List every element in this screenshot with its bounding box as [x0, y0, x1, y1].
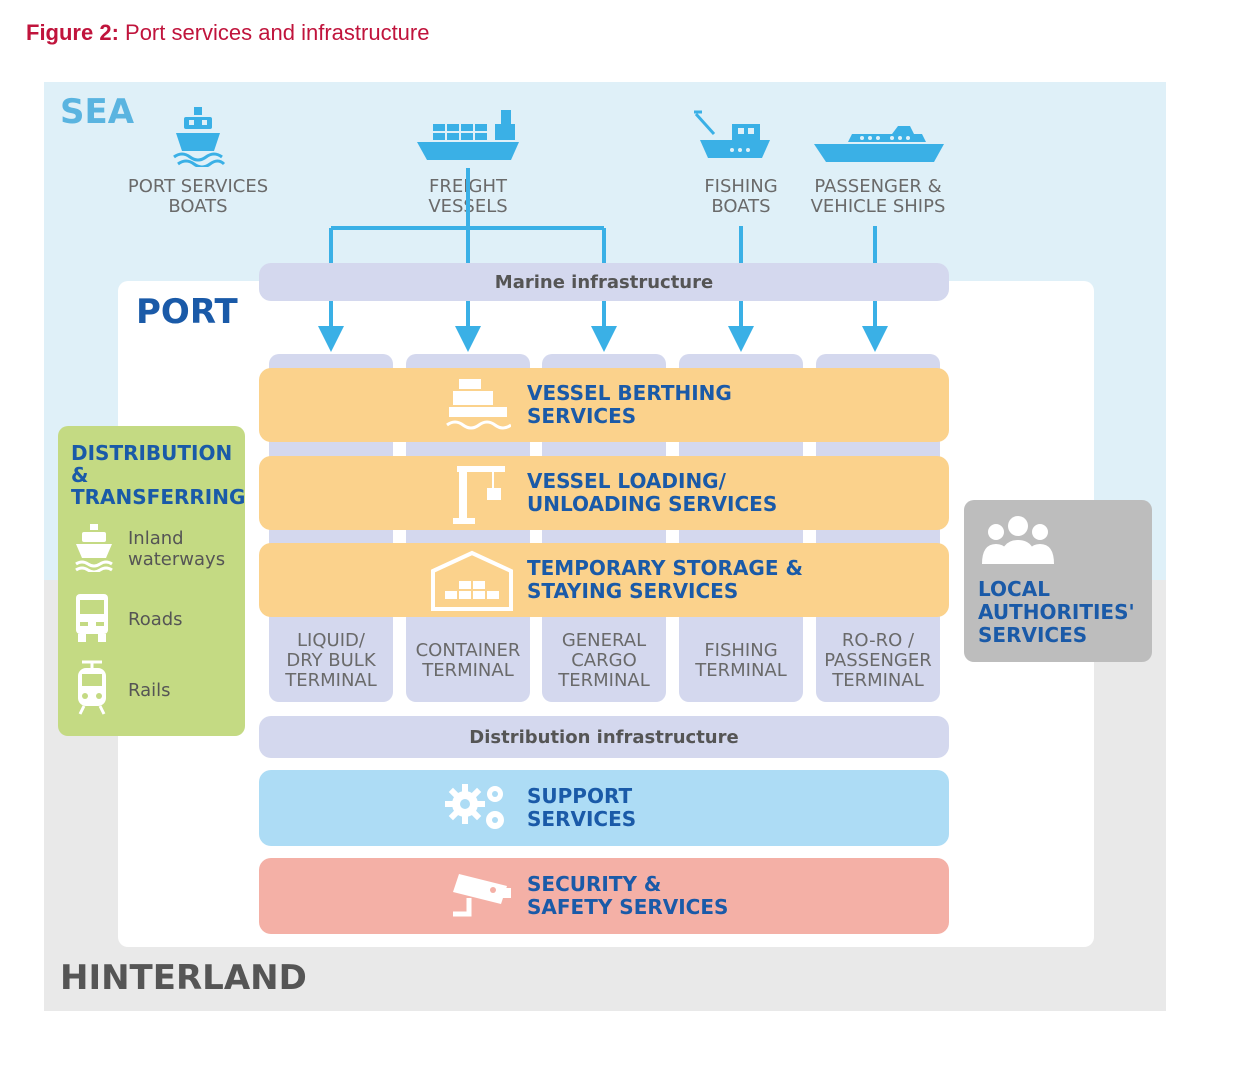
container-ship-icon [417, 110, 519, 160]
distribution-item-roads: Roads [128, 609, 183, 630]
people-icon [982, 516, 1054, 564]
vessel-berthing-services: VESSEL BERTHING SERVICES [259, 368, 949, 442]
service-label: VESSEL LOADING/ UNLOADING SERVICES [527, 469, 778, 516]
port-label: PORT [136, 292, 238, 332]
gears-icon [445, 784, 504, 829]
service-label: TEMPORARY STORAGE & STAYING SERVICES [527, 556, 803, 603]
terminal-label-bulk: LIQUID/ DRY BULK TERMINAL [285, 630, 377, 691]
terminal-label-fishing: FISHING TERMINAL [695, 640, 787, 681]
vessel-label-fishing-boats: FISHING BOATS [704, 176, 778, 217]
terminal-label-general-cargo: GENERAL CARGO TERMINAL [558, 630, 650, 691]
fishing-boat-icon [694, 110, 770, 158]
temporary-storage-services: TEMPORARY STORAGE & STAYING SERVICES [259, 543, 949, 617]
distribution-item-inland-waterways: Inland waterways [128, 528, 226, 570]
vessel-label-passenger-ships: PASSENGER & VEHICLE SHIPS [810, 176, 946, 217]
distribution-title: DISTRIBUTION & TRANSFERRING [71, 441, 246, 509]
boat-icon [173, 107, 226, 167]
truck-icon [76, 594, 108, 642]
local-authorities-label: LOCAL AUTHORITIES' SERVICES [978, 577, 1135, 647]
ferry-icon [814, 126, 944, 162]
cctv-camera-icon [453, 874, 511, 917]
support-services: SUPPORT SERVICES [259, 770, 949, 846]
distribution-infrastructure-bar: Distribution infrastructure [259, 716, 949, 758]
train-icon [78, 660, 106, 715]
distribution-item-rails: Rails [128, 680, 171, 701]
vessel-loading-services: VESSEL LOADING/ UNLOADING SERVICES [259, 456, 949, 530]
vessel-label-port-services-boats: PORT SERVICES BOATS [127, 176, 269, 217]
figure-title: Figure 2: Port services and infrastructu… [26, 20, 430, 45]
service-label: SECURITY & SAFETY SERVICES [527, 872, 729, 919]
sea-label: SEA [60, 92, 135, 132]
hinterland-label: HINTERLAND [60, 958, 307, 998]
marine-infrastructure-bar: Marine infrastructure [259, 263, 949, 301]
service-label: VESSEL BERTHING SERVICES [527, 381, 732, 428]
berth-icon [446, 379, 511, 430]
service-label: SUPPORT SERVICES [527, 784, 637, 831]
boat-icon [75, 524, 113, 572]
crane-icon [453, 466, 505, 524]
security-safety-services: SECURITY & SAFETY SERVICES [259, 858, 949, 934]
warehouse-icon [431, 550, 513, 611]
terminal-label-container: CONTAINER TERMINAL [415, 640, 521, 681]
terminal-label-roro: RO-RO / PASSENGER TERMINAL [824, 630, 932, 691]
